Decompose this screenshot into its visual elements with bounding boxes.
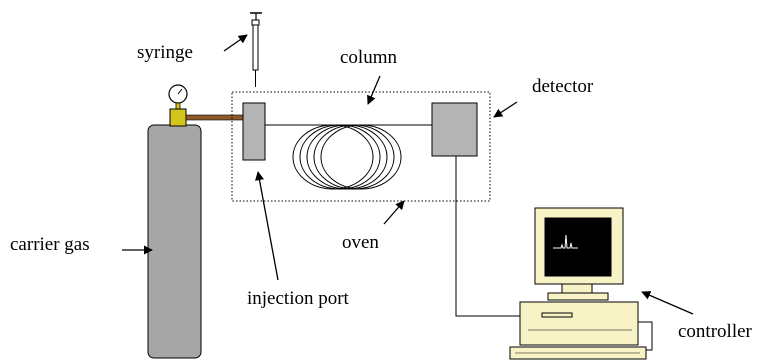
- syringe-icon: [250, 12, 262, 87]
- carrier-gas-line: [185, 114, 244, 121]
- monitor-base: [561, 283, 593, 294]
- carrier-gas-cylinder: [147, 124, 202, 359]
- detector-arrow: [493, 101, 518, 118]
- callout-arrows: [122, 34, 694, 315]
- oven-arrow: [383, 200, 405, 225]
- label-carrier-gas: carrier gas: [10, 234, 90, 255]
- disk-drive-slot: [541, 312, 573, 318]
- monitor-stand: [547, 292, 609, 301]
- controller-computer: [509, 207, 653, 360]
- computer-case: [519, 301, 639, 346]
- monitor-screen: [544, 217, 612, 277]
- valve-block: [169, 108, 187, 127]
- signal-cable: [455, 156, 520, 317]
- syringe-arrow: [223, 34, 248, 52]
- keyboard-cable: [638, 321, 653, 351]
- cylinder-body: [147, 124, 202, 359]
- controller-arrow: [641, 291, 694, 315]
- label-syringe: syringe: [137, 42, 193, 63]
- chromatogram-trace: [553, 234, 578, 249]
- injection-port: [242, 102, 266, 161]
- label-controller: controller: [678, 321, 753, 342]
- column-arrow: [367, 75, 381, 105]
- injection-port-arrow: [255, 171, 279, 281]
- pressure-regulator: [168, 84, 188, 127]
- oven-enclosure: [231, 91, 491, 202]
- label-detector: detector: [532, 76, 594, 97]
- column-coil: [292, 124, 402, 190]
- label-column: column: [340, 47, 397, 68]
- label-oven: oven: [342, 232, 379, 253]
- label-injection-port: injection port: [247, 288, 350, 309]
- gauge-stem: [175, 102, 181, 110]
- detector-box: [431, 102, 478, 157]
